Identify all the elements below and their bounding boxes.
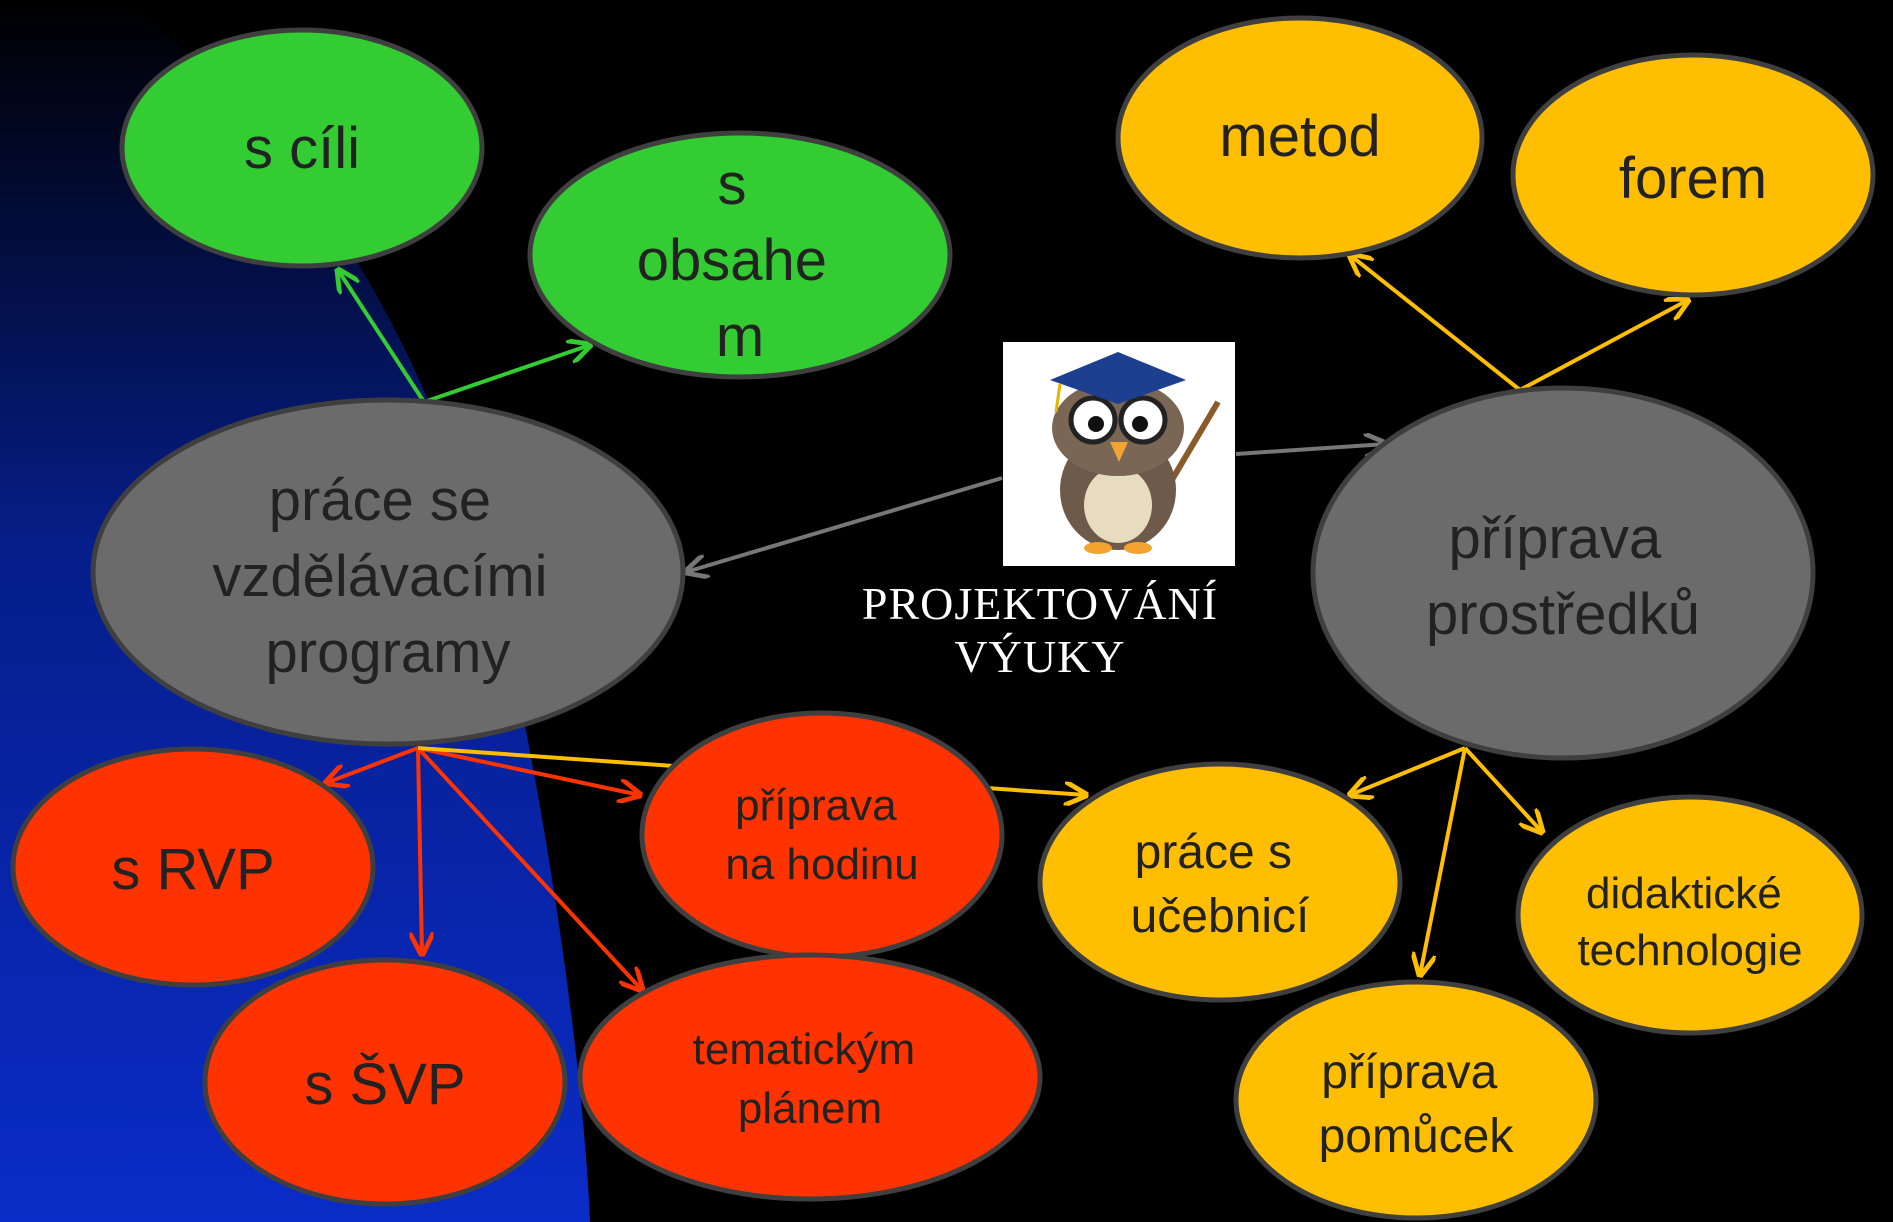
arrow-to-s-cili xyxy=(338,270,426,404)
center-title-line-2: VÝUKY xyxy=(954,630,1126,682)
owl-teacher-icon xyxy=(1003,342,1235,566)
node-priprava-pomucek: příprava pomůcek xyxy=(1233,979,1599,1221)
node-priprava-prostredku: příprava prostředků xyxy=(1310,385,1816,761)
node-label: s cíli xyxy=(244,116,360,181)
arrow-to-priprava-hodinu xyxy=(417,746,640,795)
node-label: příprava prostředků xyxy=(1426,506,1700,647)
node-priprava-hodinu: příprava na hodinu xyxy=(639,710,1005,960)
node-label: práce s učebnicí xyxy=(1131,826,1310,943)
node-label: s obsahe m xyxy=(637,152,843,369)
node-label: s RVP xyxy=(111,837,274,902)
arrow-to-forem xyxy=(1519,300,1688,392)
arrow-to-s-obsahem xyxy=(423,345,590,404)
arrow-to-technologie xyxy=(1463,746,1542,832)
node-s-obsahem: s obsahe m xyxy=(527,130,953,380)
node-prace-ucebnici: práce s učebnicí xyxy=(1037,761,1403,1003)
center-title-line-1: PROJEKTOVÁNÍ xyxy=(861,578,1219,629)
node-s-rvp: s RVP xyxy=(10,746,376,988)
node-didakticke-technologie: didaktické technologie xyxy=(1515,794,1865,1036)
node-label: příprava na hodinu xyxy=(725,781,918,889)
node-label: práce se vzdělávacími programy xyxy=(212,468,563,685)
node-label: s ŠVP xyxy=(304,1052,465,1117)
node-s-cili: s cíli xyxy=(119,27,485,269)
node-label: forem xyxy=(1619,146,1767,211)
arrow-to-ucebnici xyxy=(1350,746,1466,795)
arrow-to-tematickym xyxy=(416,746,642,990)
node-label: didaktické technologie xyxy=(1577,869,1802,975)
arrow-center-to-left xyxy=(686,476,1003,572)
arrow-to-s-rvp xyxy=(326,746,419,783)
arrow-to-pomucek xyxy=(1420,747,1467,975)
node-metod: metod xyxy=(1115,15,1485,261)
node-s-svp: s ŠVP xyxy=(202,957,568,1207)
node-tematickym-planem: tematickým plánem xyxy=(577,952,1043,1202)
arrow-center-to-right xyxy=(1235,444,1386,454)
center-title: PROJEKTOVÁNÍ VÝUKY xyxy=(790,578,1290,684)
node-prace-programy: práce se vzdělávacími programy xyxy=(90,397,686,747)
node-label: tematickým plánem xyxy=(693,1025,928,1133)
node-forem: forem xyxy=(1510,52,1876,298)
node-label: metod xyxy=(1219,104,1380,169)
arrow-to-s-svp xyxy=(418,747,422,954)
node-label: příprava pomůcek xyxy=(1319,1046,1515,1163)
arrow-to-metod xyxy=(1350,255,1522,392)
